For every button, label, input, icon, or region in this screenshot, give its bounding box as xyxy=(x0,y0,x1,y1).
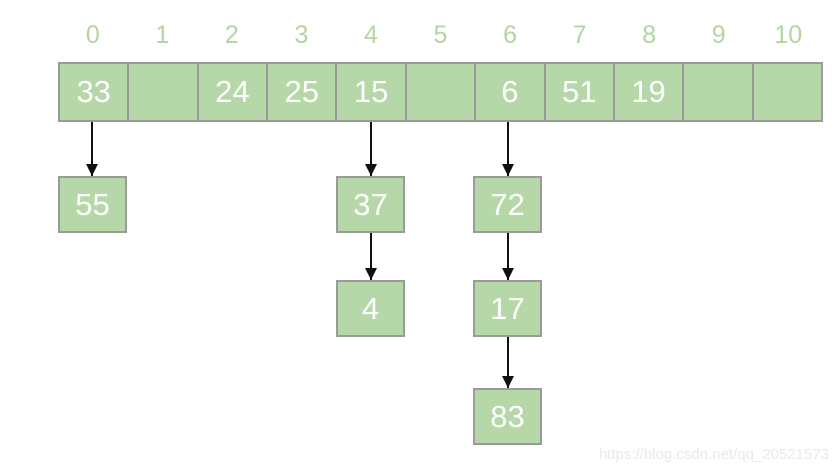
array-cell-5 xyxy=(407,64,477,120)
chain-node: 55 xyxy=(58,176,127,233)
array-cell-6: 6 xyxy=(476,64,546,120)
index-label-3: 3 xyxy=(294,21,309,49)
array-cell-2: 24 xyxy=(199,64,269,120)
chain-node: 17 xyxy=(473,280,542,337)
arrow-down-icon xyxy=(365,122,377,176)
chain-node: 37 xyxy=(336,176,405,233)
array-row: 33 24 25 15 6 51 19 xyxy=(58,62,823,122)
chain-node: 4 xyxy=(336,280,405,337)
index-label-4: 4 xyxy=(364,21,378,49)
arrow-down-icon xyxy=(502,233,514,280)
index-label-6: 6 xyxy=(503,21,517,49)
index-label-9: 9 xyxy=(711,21,726,49)
arrow-down-icon xyxy=(502,122,514,176)
chain-node: 83 xyxy=(473,388,542,445)
array-cell-1 xyxy=(129,64,199,120)
arrow-down-icon xyxy=(365,233,377,280)
index-label-1: 1 xyxy=(155,21,170,49)
array-cell-7: 51 xyxy=(546,64,615,120)
array-cell-8: 19 xyxy=(615,64,685,120)
index-label-5: 5 xyxy=(433,21,448,49)
array-cell-0: 33 xyxy=(60,64,130,120)
array-cell-9 xyxy=(684,64,754,120)
index-label-0: 0 xyxy=(85,21,100,49)
index-label-8: 8 xyxy=(642,21,657,49)
array-cell-3: 25 xyxy=(268,64,338,120)
chain-node: 72 xyxy=(473,176,542,233)
index-label-2: 2 xyxy=(224,21,239,49)
arrow-down-icon xyxy=(502,337,514,388)
array-cell-10 xyxy=(754,64,821,120)
watermark: https://blog.csdn.net/qq_20521573 xyxy=(598,446,829,463)
index-row: 0 1 2 3 4 5 6 7 8 9 10 xyxy=(58,18,823,52)
index-label-7: 7 xyxy=(572,21,587,49)
array-cell-4: 15 xyxy=(337,64,407,120)
arrow-down-icon xyxy=(86,122,98,176)
index-label-10: 10 xyxy=(774,21,803,49)
